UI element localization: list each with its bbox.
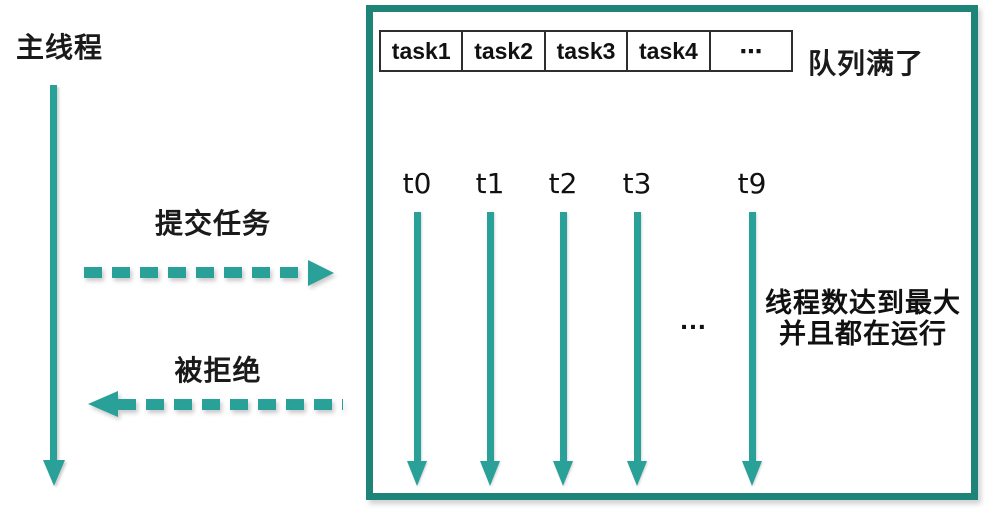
submit-task-dashed-line xyxy=(84,267,308,278)
pool-note-line-2: 并且都在运行 xyxy=(779,319,947,349)
submit-task-label: 提交任务 xyxy=(154,208,271,239)
queue-cell: task3 xyxy=(546,32,629,70)
thread-label: t0 xyxy=(402,167,432,200)
threads-ellipsis: … xyxy=(679,304,709,335)
thread-line xyxy=(559,212,567,461)
thread-label: t1 xyxy=(475,167,505,200)
pool-note-line-1: 线程数达到最大 xyxy=(765,288,961,318)
down-arrowhead-icon xyxy=(553,461,573,486)
queue-cell: task1 xyxy=(381,32,464,70)
thread-label: t9 xyxy=(737,167,767,200)
right-arrowhead-icon xyxy=(308,260,334,286)
thread-column-t3: t3 xyxy=(607,168,667,486)
down-arrowhead-icon xyxy=(627,461,647,486)
thread-line xyxy=(633,212,641,461)
thread-line xyxy=(486,212,494,461)
down-arrowhead-icon xyxy=(407,461,427,486)
queue-cell-ellipsis: ⋯ xyxy=(739,37,763,64)
left-arrowhead-icon xyxy=(88,391,118,417)
thread-column-t1: t1 xyxy=(460,168,520,486)
down-arrowhead-icon xyxy=(480,461,500,486)
thread-column-t0: t0 xyxy=(387,168,447,486)
thread-label: t2 xyxy=(548,167,578,200)
pool-note: 线程数达到最大 并且都在运行 xyxy=(713,288,985,350)
rejected-dashed-line xyxy=(118,399,343,410)
thread-column-t9: t9 xyxy=(722,168,782,486)
thread-pool-box: task1 task2 task3 task4 ⋯ 队列满了 t0 t1 t2 … xyxy=(366,5,978,500)
main-thread-label: 主线程 xyxy=(16,32,104,63)
thread-line xyxy=(748,212,756,461)
thread-column-t2: t2 xyxy=(533,168,593,486)
thread-label: t3 xyxy=(622,167,652,200)
queue-cell: task2 xyxy=(463,32,546,70)
rejected-label: 被拒绝 xyxy=(174,355,262,386)
down-arrowhead-icon xyxy=(742,461,762,486)
queue-cell: task4 xyxy=(628,32,711,70)
task-queue: task1 task2 task3 task4 ⋯ xyxy=(379,30,793,72)
queue-full-label: 队列满了 xyxy=(808,48,925,79)
down-arrowhead-icon xyxy=(43,460,65,486)
main-thread-arrow-line xyxy=(50,85,57,460)
thread-line xyxy=(413,212,421,461)
